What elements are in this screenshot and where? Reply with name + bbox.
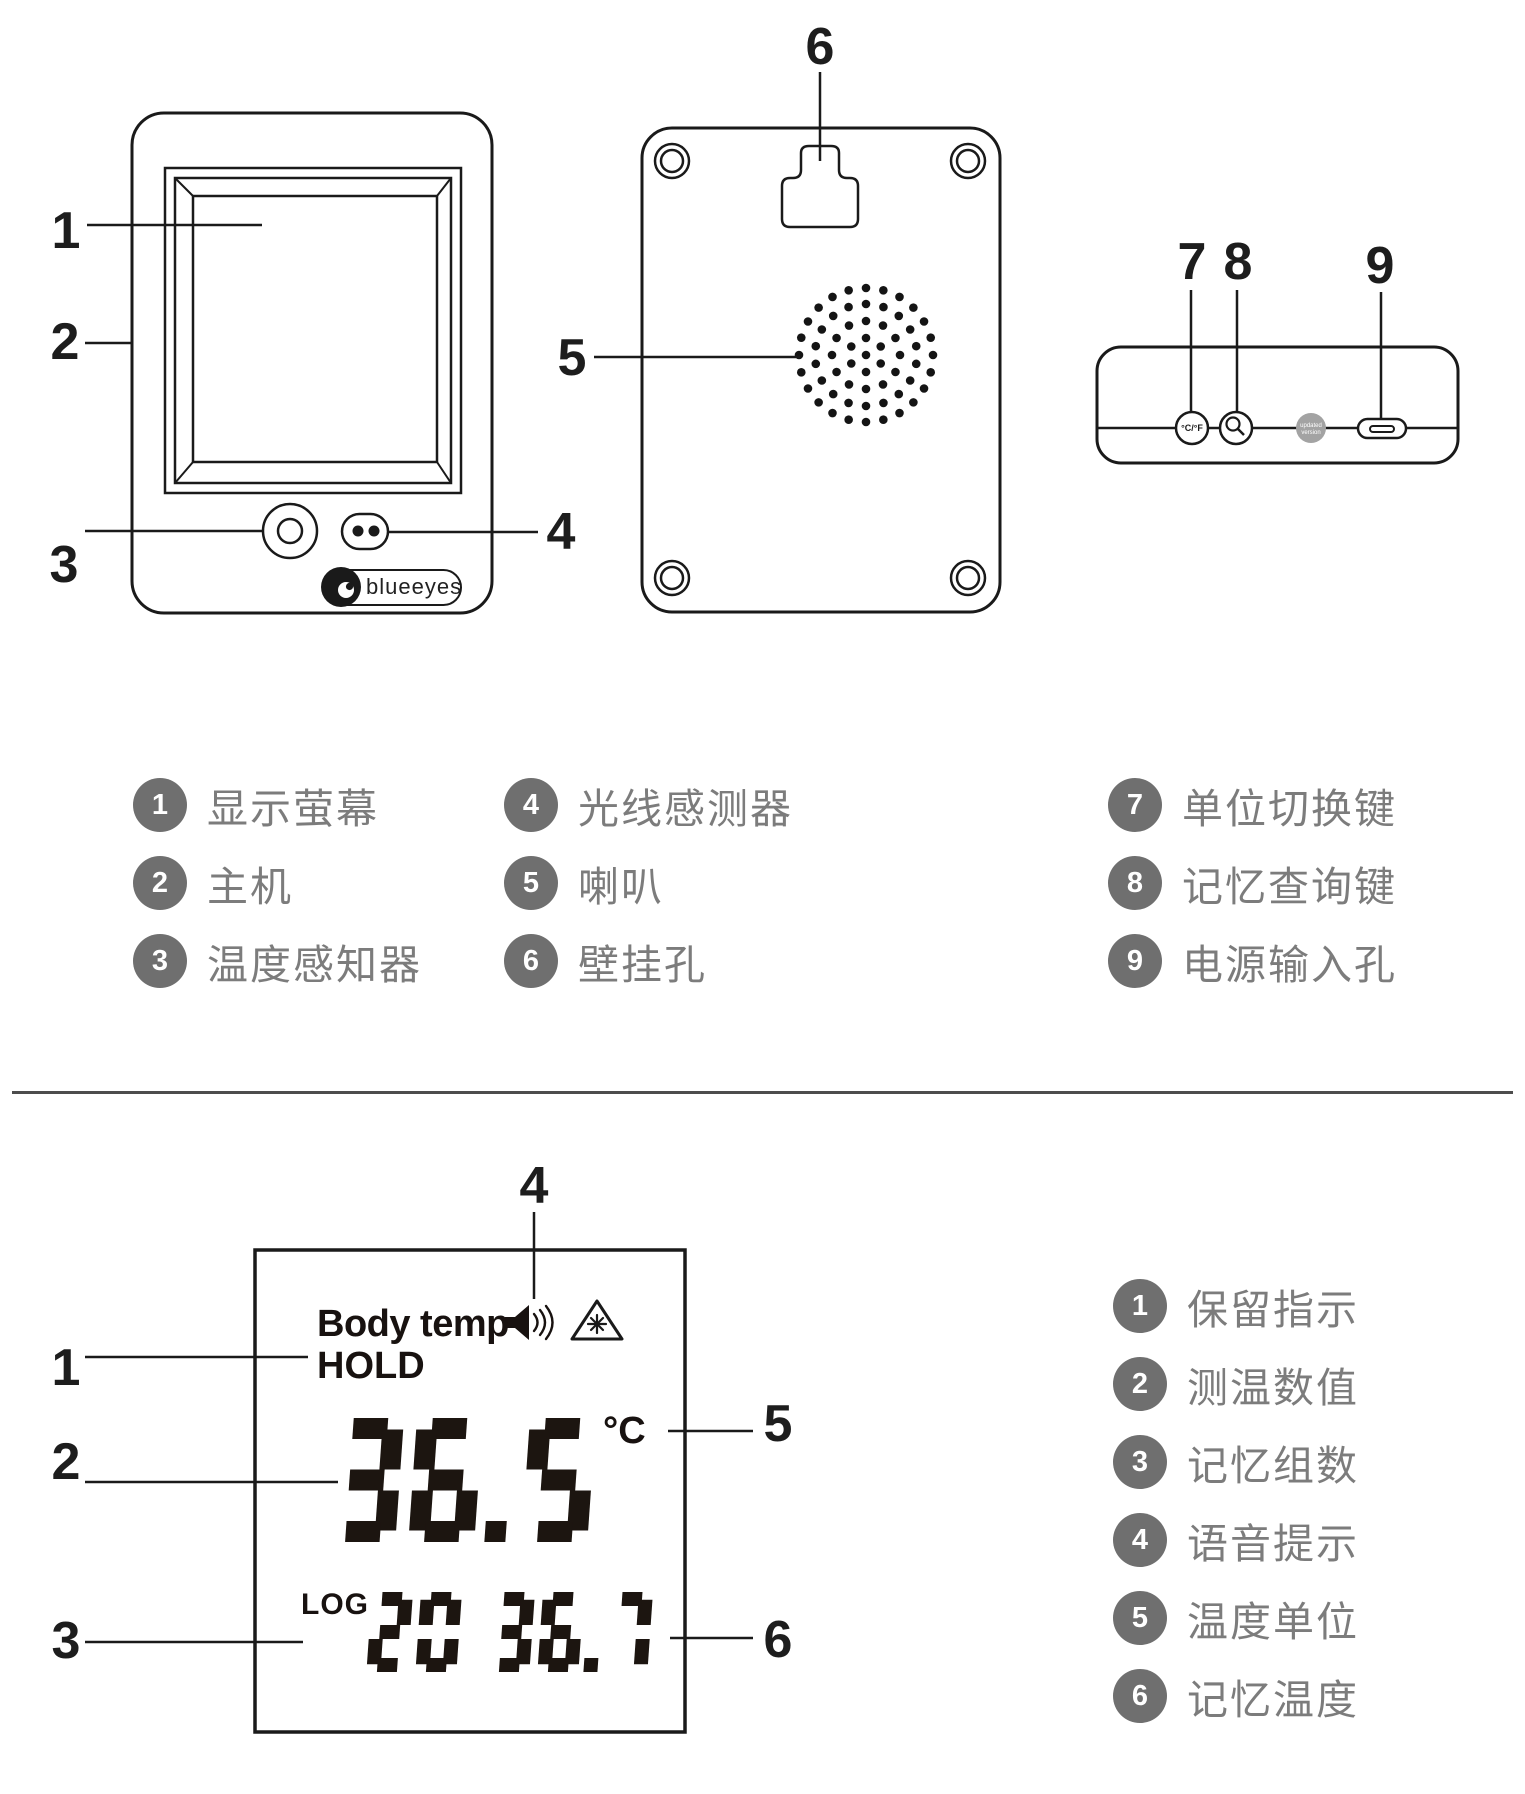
legend-num-badge: 6	[1113, 1669, 1167, 1723]
bezel-corner-lines	[174, 177, 452, 484]
callout-4-voice-prompt: 4	[519, 1157, 549, 1215]
callout-2-main-unit: 2	[50, 313, 80, 371]
legend-item-memory-temp: 6 记忆温度	[1113, 1666, 1359, 1726]
legend-label: 语音提示	[1187, 1521, 1359, 1567]
lcd-log-label: LOG	[301, 1588, 369, 1621]
legend-num-badge: 2	[133, 856, 187, 910]
callout-lines-top	[85, 72, 1383, 534]
unit-switch-button-label: °C/°F	[1181, 423, 1203, 433]
legend-item-temp-sensor: 3 温度感知器	[133, 931, 422, 991]
legend-num-badge: 4	[504, 778, 558, 832]
legend-label: 温度单位	[1187, 1599, 1359, 1645]
legend-label: 保留指示	[1187, 1287, 1359, 1333]
legend-label: 主机	[207, 864, 293, 910]
legend-item-hold-indicator: 1 保留指示	[1113, 1276, 1359, 1336]
seven-segment-main-reading	[345, 1418, 591, 1542]
front-view-device	[130, 111, 494, 615]
legend-num-badge: 6	[504, 934, 558, 988]
top-view-device	[1095, 345, 1460, 465]
legend-num-badge: 4	[1113, 1513, 1167, 1567]
callout-lines-bottom	[85, 1212, 753, 1644]
corner-screws	[653, 142, 987, 597]
legend-num-badge: 3	[133, 934, 187, 988]
legend-num-badge: 1	[133, 778, 187, 832]
legend-item-memory-query: 8 记忆查询键	[1108, 853, 1397, 913]
legend-item-memory-count: 3 记忆组数	[1113, 1432, 1359, 1492]
brand-logo	[321, 567, 462, 607]
legend-num-badge: 5	[504, 856, 558, 910]
section-divider	[12, 1091, 1513, 1094]
legend-label: 显示萤幕	[207, 786, 379, 832]
callout-8-memory-button: 8	[1223, 233, 1253, 291]
legend-item-speaker: 5 喇叭	[504, 853, 664, 913]
speaker-waves-icon	[505, 1304, 554, 1341]
legend-num-badge: 3	[1113, 1435, 1167, 1489]
legend-item-main-unit: 2 主机	[133, 853, 293, 913]
legend-num-badge: 8	[1108, 856, 1162, 910]
seven-segment-log-reading	[366, 1592, 653, 1672]
callout-5-speaker: 5	[557, 329, 587, 387]
screen-bezel	[163, 166, 463, 495]
ambient-sensor-dot	[1296, 413, 1326, 443]
legend-item-voice-prompt: 4 语音提示	[1113, 1510, 1359, 1570]
legend-num-badge: 9	[1108, 934, 1162, 988]
legend-label: 记忆温度	[1187, 1677, 1359, 1723]
top-body	[1095, 345, 1460, 465]
legend-num-badge: 2	[1113, 1357, 1167, 1411]
legend-item-power-input: 9 电源输入孔	[1108, 931, 1397, 991]
legend-label: 单位切换键	[1182, 786, 1397, 832]
legend-label: 喇叭	[578, 864, 664, 910]
laser-warning-icon	[570, 1299, 624, 1341]
callout-4-light-sensor: 4	[546, 503, 576, 561]
ambient-sensor-note-line2: version	[1301, 430, 1320, 436]
speaker-grille	[794, 283, 938, 427]
legend-label: 电源输入孔	[1182, 942, 1397, 988]
temperature-sensor	[261, 502, 319, 560]
legend-item-unit-switch: 7 单位切换键	[1108, 775, 1397, 835]
front-body	[130, 111, 494, 615]
legend-label: 测温数值	[1187, 1365, 1359, 1411]
lcd-temp-unit: °C	[603, 1410, 646, 1452]
rear-view-device	[640, 126, 1002, 614]
callout-6-mount-hole: 6	[805, 18, 835, 76]
legend-num-badge: 1	[1113, 1279, 1167, 1333]
legend-label: 记忆查询键	[1182, 864, 1397, 910]
callout-2-temp-value: 2	[51, 1433, 81, 1491]
legend-label: 光线感测器	[578, 786, 793, 832]
legend-item-light-sensor: 4 光线感测器	[504, 775, 793, 835]
rear-body	[640, 126, 1002, 614]
callout-6-memory-temp: 6	[763, 1611, 793, 1669]
legend-num-badge: 7	[1108, 778, 1162, 832]
lcd-mode-label: Body temp	[317, 1303, 509, 1345]
legend-item-temp-value: 2 测温数值	[1113, 1354, 1359, 1414]
lcd-panel	[253, 1248, 687, 1734]
legend-item-display-screen: 1 显示萤幕	[133, 775, 379, 835]
legend-label: 记忆组数	[1187, 1443, 1359, 1489]
brand-logo-text: blueeyes	[366, 574, 463, 599]
callout-1-hold: 1	[51, 1339, 81, 1397]
callout-3-memory-count: 3	[51, 1612, 81, 1670]
callout-3-temp-sensor: 3	[49, 536, 79, 594]
wall-mount-keyhole	[780, 144, 860, 229]
memory-query-button	[1218, 410, 1254, 446]
callout-5-temp-unit: 5	[763, 1395, 793, 1453]
magnifier-icon	[1225, 416, 1245, 436]
legend-item-mount-hole: 6 壁挂孔	[504, 931, 707, 991]
ambient-sensor-note-line1: updated	[1300, 423, 1322, 429]
legend-item-temp-unit: 5 温度单位	[1113, 1588, 1359, 1648]
power-input-port	[1356, 417, 1408, 440]
legend-num-badge: 5	[1113, 1591, 1167, 1645]
lcd-hold-indicator: HOLD	[317, 1345, 425, 1387]
legend-label: 壁挂孔	[578, 942, 707, 988]
callout-1-display: 1	[51, 202, 81, 260]
light-sensor	[340, 512, 390, 551]
callout-9-power-input: 9	[1365, 237, 1395, 295]
callout-7-unit-button: 7	[1177, 233, 1207, 291]
legend-label: 温度感知器	[207, 942, 422, 988]
